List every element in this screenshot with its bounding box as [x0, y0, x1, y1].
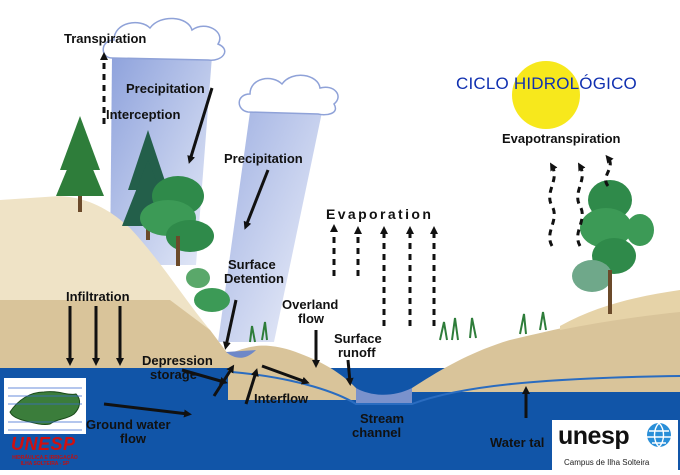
cloud-right: [238, 74, 339, 116]
logo-right-name: unesp: [558, 422, 630, 450]
label-stream: Stream: [360, 411, 405, 426]
logo-left-name: UNESP: [11, 434, 76, 454]
label-interception: Interception: [106, 107, 181, 122]
sun: [512, 61, 580, 129]
diagram-title: CICLO HIDROLÓGICO: [456, 74, 637, 93]
label-channel: channel: [352, 425, 402, 440]
label-ground-water-flow: flow: [120, 431, 146, 446]
logo-left-line1: HIDRÁULICA E IRRIGAÇÃO: [12, 455, 78, 461]
label-storage: storage: [150, 367, 197, 382]
depression-pool: [226, 350, 256, 358]
flow-arrows: [66, 87, 530, 418]
label-infiltration: Infiltration: [66, 289, 130, 304]
logo-left-line2: ILHA SOLTEIRA - SP: [20, 461, 70, 467]
label-depression: Depression: [142, 353, 213, 368]
label-overland: Overland: [282, 297, 339, 312]
label-surface-runoff-2: runoff: [338, 345, 376, 360]
vapor-arrows: [100, 52, 614, 326]
trees-left: [56, 116, 230, 312]
rain-shaft-right: [218, 112, 322, 342]
globe-icon: [647, 422, 671, 448]
label-overland-flow: flow: [298, 311, 324, 326]
unesp-hidraulica-logo: UNESP HIDRÁULICA E IRRIGAÇÃO ILHA SOLTEI…: [4, 378, 86, 467]
trees-right: [249, 180, 654, 343]
label-detention: Detention: [224, 271, 284, 286]
label-surface: Surface: [228, 257, 276, 272]
logo-right-campus: Campus de Ilha Solteira: [564, 458, 650, 467]
label-evaporation: Evaporation: [326, 206, 434, 222]
label-precipitation-left: Precipitation: [126, 81, 205, 96]
right-terrain: [412, 308, 680, 392]
mid-terrain: [228, 345, 356, 400]
ground-water: [0, 368, 680, 470]
label-precipitation-right: Precipitation: [224, 151, 303, 166]
cloud-left: [102, 17, 226, 61]
label-ground-water: Ground water: [86, 417, 171, 432]
label-water-table: Water tal: [490, 435, 545, 450]
right-hill-top: [560, 290, 680, 330]
water-table-line: [231, 371, 680, 405]
logo-map-icon: [4, 378, 86, 434]
label-surface-runoff-1: Surface: [334, 331, 382, 346]
stream-channel: [356, 388, 412, 404]
label-transpiration: Transpiration: [64, 31, 147, 46]
left-soil-band: [0, 300, 232, 368]
unesp-campus-logo: unesp Campus de Ilha Solteira: [552, 420, 678, 470]
label-interflow: Interflow: [254, 391, 309, 406]
label-evapotranspiration: Evapotranspiration: [502, 131, 621, 146]
